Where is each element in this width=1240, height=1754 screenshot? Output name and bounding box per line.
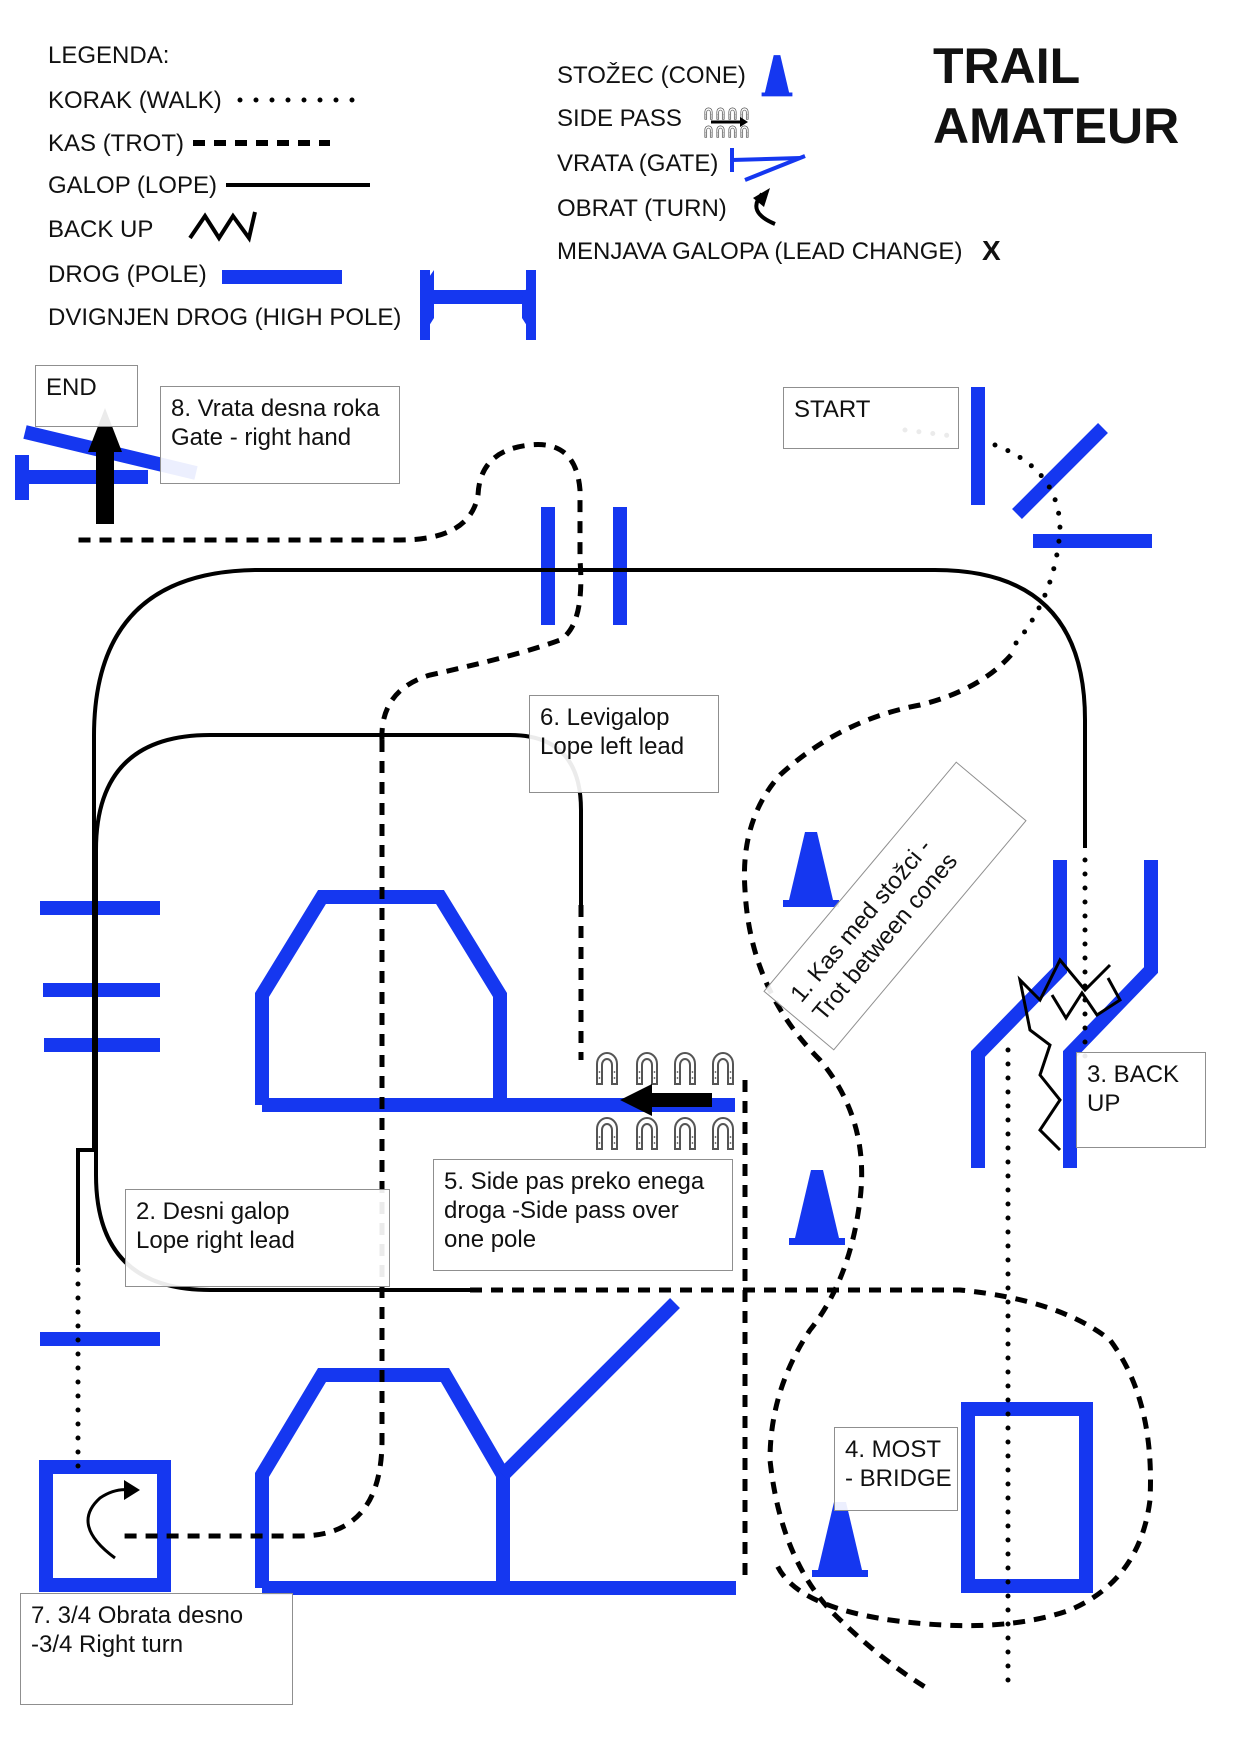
legend-backup-label: BACK UP	[48, 216, 154, 243]
trot-lines	[70, 442, 1153, 1693]
legend-walk-label: KORAK (WALK)	[48, 87, 222, 114]
legend-pole-label: DROG (POLE)	[48, 261, 207, 288]
legend-symbols	[188, 55, 806, 340]
title-line-2: AMATEUR	[933, 98, 1180, 154]
sidepass-horseshoes	[596, 1052, 734, 1150]
legend-backup-zigzag	[188, 211, 257, 243]
arrow-icon	[88, 408, 122, 524]
step-4-label: 4. MOST- BRIDGE	[834, 1427, 958, 1511]
cone-icon	[783, 832, 839, 907]
legend-lope-label: GALOP (LOPE)	[48, 172, 217, 199]
legend-cone-icon	[761, 55, 793, 97]
legend-sidepass-icon	[704, 107, 749, 138]
legend-trot-label: KAS (TROT)	[48, 130, 184, 157]
step-7-label: 7. 3/4 Obrata desno-3/4 Right turn	[20, 1593, 293, 1705]
cone-icon	[789, 1170, 845, 1245]
legend-gate-label: VRATA (GATE)	[557, 150, 719, 177]
legend-heading: LEGENDA:	[48, 42, 170, 69]
legend-lead-change-label: MENJAVA GALOPA (LEAD CHANGE)	[557, 238, 963, 265]
legend-turn-icon	[753, 188, 776, 226]
legend-high-pole-symbol	[420, 270, 536, 340]
legend-turn-label: OBRAT (TURN)	[557, 195, 727, 222]
legend-lead-change-mark: X	[982, 235, 1001, 266]
legend-cone-label: STOŽEC (CONE)	[557, 62, 746, 89]
cone-icon	[812, 1502, 868, 1577]
legend-gate-icon	[730, 148, 806, 182]
legend-pole-bar	[222, 270, 342, 284]
legend-sidepass-label: SIDE PASS	[557, 105, 682, 132]
end-label: END	[35, 365, 138, 427]
backup-zigzag	[1017, 957, 1112, 1152]
start-label: START	[783, 387, 959, 449]
legend-high-pole-label: DVIGNJEN DROG (HIGH POLE)	[48, 304, 402, 331]
title-line-1: TRAIL	[933, 38, 1081, 94]
turn-arrow-icon	[86, 1480, 140, 1560]
poles	[15, 387, 1158, 1595]
